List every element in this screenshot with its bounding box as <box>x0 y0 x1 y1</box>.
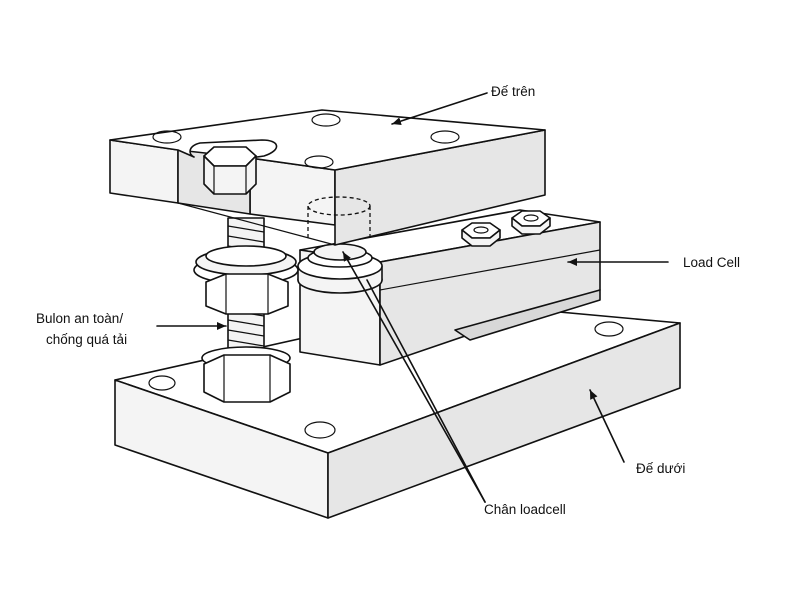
label-safety-bolt-line2: chống quá tải <box>46 332 127 347</box>
leader-foot-2 <box>366 279 486 503</box>
hidden-foot-pin <box>307 196 371 238</box>
label-top-plate: Đế trên <box>491 84 535 99</box>
top-plate <box>109 109 546 246</box>
load-cell-bolt-right <box>511 210 551 235</box>
label-safety-bolt-line1: Bulon an toàn/ <box>36 311 123 326</box>
leader-foot-1 <box>342 251 486 503</box>
top-plate-hole-left <box>152 130 182 144</box>
leader-lines <box>156 92 669 503</box>
load-cell-foot <box>297 243 383 294</box>
top-plate-hole-back <box>311 113 341 127</box>
leader-bottom-plate <box>589 389 625 463</box>
load-cell-bolt-left <box>461 222 501 247</box>
label-load-cell: Load Cell <box>683 255 740 270</box>
bottom-plate-hole-front <box>304 421 336 439</box>
label-bottom-plate: Đế dưới <box>636 461 685 476</box>
top-plate-hole-front <box>304 155 334 169</box>
label-load-cell-foot: Chân loadcell <box>484 502 566 517</box>
top-plate-hole-right <box>430 130 460 144</box>
safety-bolt <box>193 217 299 403</box>
leader-top-plate <box>391 92 488 126</box>
bottom-plate-hole-right <box>594 321 624 337</box>
bottom-plate-hole-left <box>148 375 176 391</box>
bottom-plate <box>114 302 681 519</box>
